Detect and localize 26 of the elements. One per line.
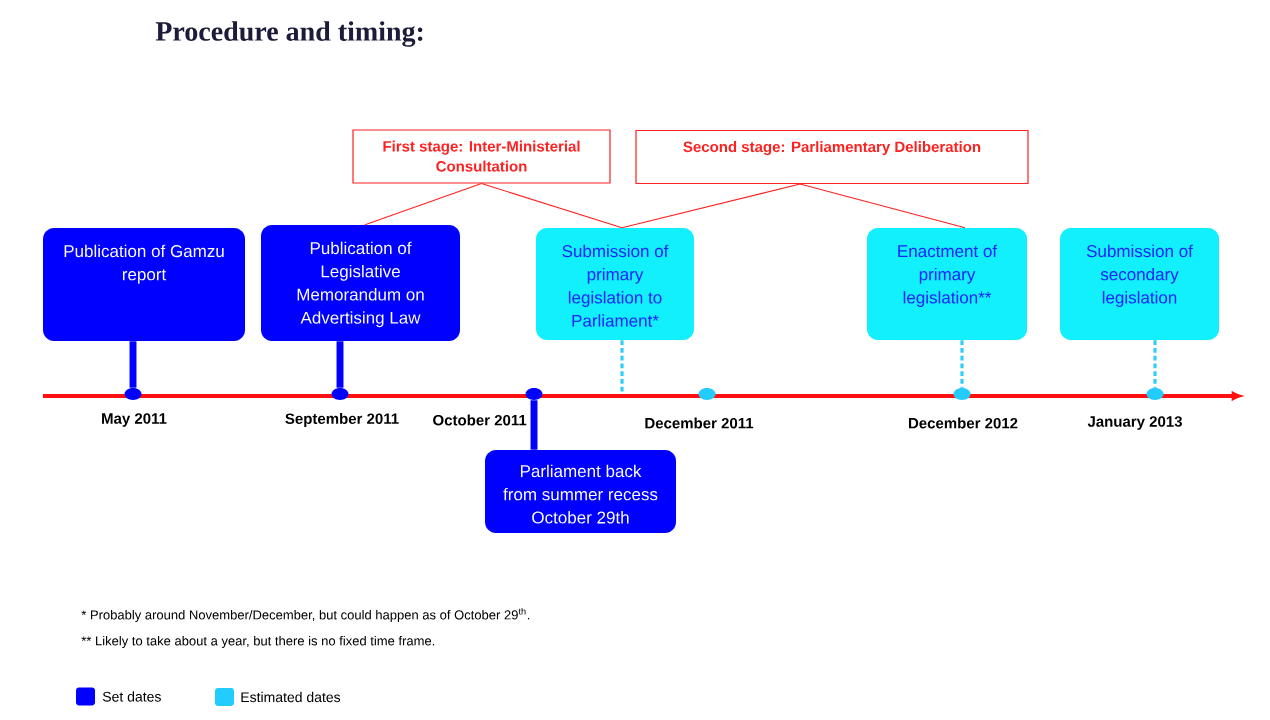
stem-line bbox=[1153, 340, 1157, 388]
connector-line bbox=[364, 183, 483, 226]
connector-line bbox=[480, 183, 623, 229]
legend-label: Estimated dates bbox=[241, 691, 341, 703]
date-label: December 2011 bbox=[645, 417, 754, 429]
footnote: ** Likely to take about a year, but there is no fixed time frame. bbox=[81, 635, 435, 649]
footnote: * Probably around November/December, but could happen as of October 29$^{th}$. bbox=[81, 607, 530, 623]
event-box: Parliament back from summer recess October 29th bbox=[485, 450, 676, 533]
stage-box: Second stage: Parliamentary Deliberation bbox=[635, 129, 1029, 185]
date-label: January 2013 bbox=[1087, 416, 1182, 430]
date-label: September 2011 bbox=[285, 413, 399, 427]
event-box: Publication of Legislative Memorandum on Advertising Law bbox=[261, 225, 460, 341]
stage-box: First stage: Inter-Ministerial Consultation bbox=[352, 129, 611, 184]
connector-line bbox=[799, 183, 966, 229]
event-box: Publication of Gamzu report bbox=[43, 228, 245, 341]
date-label: May 2011 bbox=[102, 413, 167, 427]
event-box: Submission of primary legislation to Parliament* bbox=[536, 228, 694, 340]
event-box: Enactment of primary legislation** bbox=[867, 228, 1027, 340]
event-box: Submission of secondary legislation bbox=[1060, 228, 1219, 340]
connector-line bbox=[621, 183, 801, 229]
stem-line bbox=[620, 340, 624, 393]
date-label: December 2012 bbox=[908, 417, 1018, 429]
date-label: October 2011 bbox=[433, 414, 527, 426]
legend-label: Set dates bbox=[102, 691, 161, 702]
title: Procedure and timing: bbox=[155, 21, 423, 47]
stem-line bbox=[960, 340, 964, 388]
